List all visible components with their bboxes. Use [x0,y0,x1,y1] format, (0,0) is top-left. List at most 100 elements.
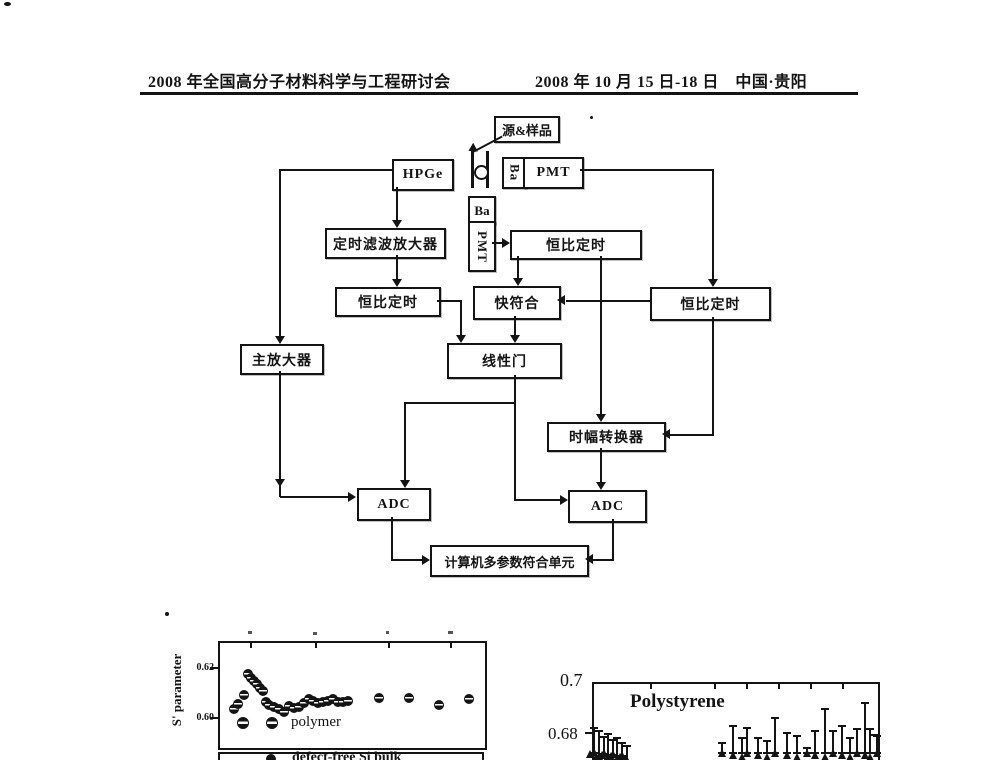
data-point-marker [866,753,874,760]
error-bar [838,725,846,754]
error-bar [623,745,631,760]
connector-line [566,300,650,302]
error-bar [793,735,801,754]
error-bar [821,708,829,754]
x-tick-mark [842,684,844,689]
source-pointer-line [473,135,503,153]
data-point-marker [618,751,626,759]
connector-line [712,317,714,436]
data-point-marker [609,750,617,758]
tick-remnant [448,631,453,634]
arrowhead [275,479,285,487]
data-point-marker [621,755,629,760]
arrowhead [596,414,606,422]
data-point-marker [598,751,606,759]
x-tick-mark [810,684,812,689]
y-tick-mark [585,732,593,734]
data-point-marker [607,752,615,760]
legend-label: defect-free Si bulk [292,750,402,760]
data-point-marker [743,749,751,757]
data-point-marker [861,751,869,759]
connector-line [280,496,350,498]
arrowhead [708,279,718,287]
data-point-marker [616,753,624,760]
error-bar [604,733,612,760]
y-tick-mark [210,667,218,669]
box-baf2-top: Ba [502,157,527,189]
error-bar [718,742,726,754]
error-bar [609,739,617,756]
tick-remnant [313,632,317,635]
scan-speck [165,612,169,616]
error-bar [866,728,874,754]
box-pmt-side: PMT [468,221,496,272]
data-point-marker [623,756,631,760]
error-bar [783,732,791,754]
connector-line [580,169,714,171]
error-bar [829,730,837,754]
arrowhead [596,482,606,490]
plot-left-edge [592,682,594,760]
error-bar [743,727,751,754]
arrowhead [560,495,568,505]
connector-line [396,255,398,281]
error-bar [846,737,854,754]
arrowhead [585,554,593,564]
connector-line [391,517,393,561]
error-bar [613,737,621,760]
x-tick-mark [714,684,716,689]
data-point-marker [821,753,829,760]
data-point-marker [604,754,612,760]
x-tick-mark [650,684,652,689]
data-point-marker [771,749,779,757]
y-tick-mark [210,717,218,719]
tick-remnant [248,631,252,634]
arrowhead [422,555,430,565]
sample-holder-bar [471,151,474,188]
box-cfd-left: 恒比定时 [335,287,441,317]
error-bar [738,737,746,754]
error-bar [861,702,869,754]
error-bar [803,747,811,754]
data-point-marker [793,753,801,760]
arrowhead [662,429,670,439]
error-bar [811,730,819,754]
x-tick-mark [746,684,748,689]
arrowhead [557,295,565,305]
scan-speck [4,2,11,6]
y-tick-mark [871,734,879,736]
box-time-amplitude-converter: 时幅转换器 [547,422,666,452]
connector-line [712,169,714,279]
box-adc-left: ADC [357,488,431,521]
sample-circle [474,165,489,180]
error-bar [618,742,626,757]
data-point-marker [738,753,746,760]
data-point-marker [729,751,737,759]
second-panel-frame [218,752,484,760]
data-point-marker [754,751,762,759]
connector-line [396,187,398,222]
connector-line [600,448,602,482]
arrowhead [400,480,410,488]
data-point-marker [595,752,603,760]
y-axis-label: S' parameter [169,653,184,727]
tick-remnant [386,631,389,634]
arrowhead [456,335,466,343]
y-tick-label: 0.62 [196,662,215,673]
box-cfd-right: 恒比定时 [650,287,771,321]
box-pmt-top: PMT [523,157,584,189]
error-bar [729,725,737,754]
arrowhead [275,336,285,344]
x-tick-mark [450,643,452,648]
plot-right-edge [878,682,880,760]
scan-speck [590,116,593,119]
data-point-marker [600,749,608,757]
plot-top-edge [592,682,880,684]
data-point-marker [829,749,837,757]
header-rule [140,92,858,95]
error-bar [763,740,771,754]
arrowhead [392,279,402,287]
box-main-amplifier: 主放大器 [240,344,324,375]
